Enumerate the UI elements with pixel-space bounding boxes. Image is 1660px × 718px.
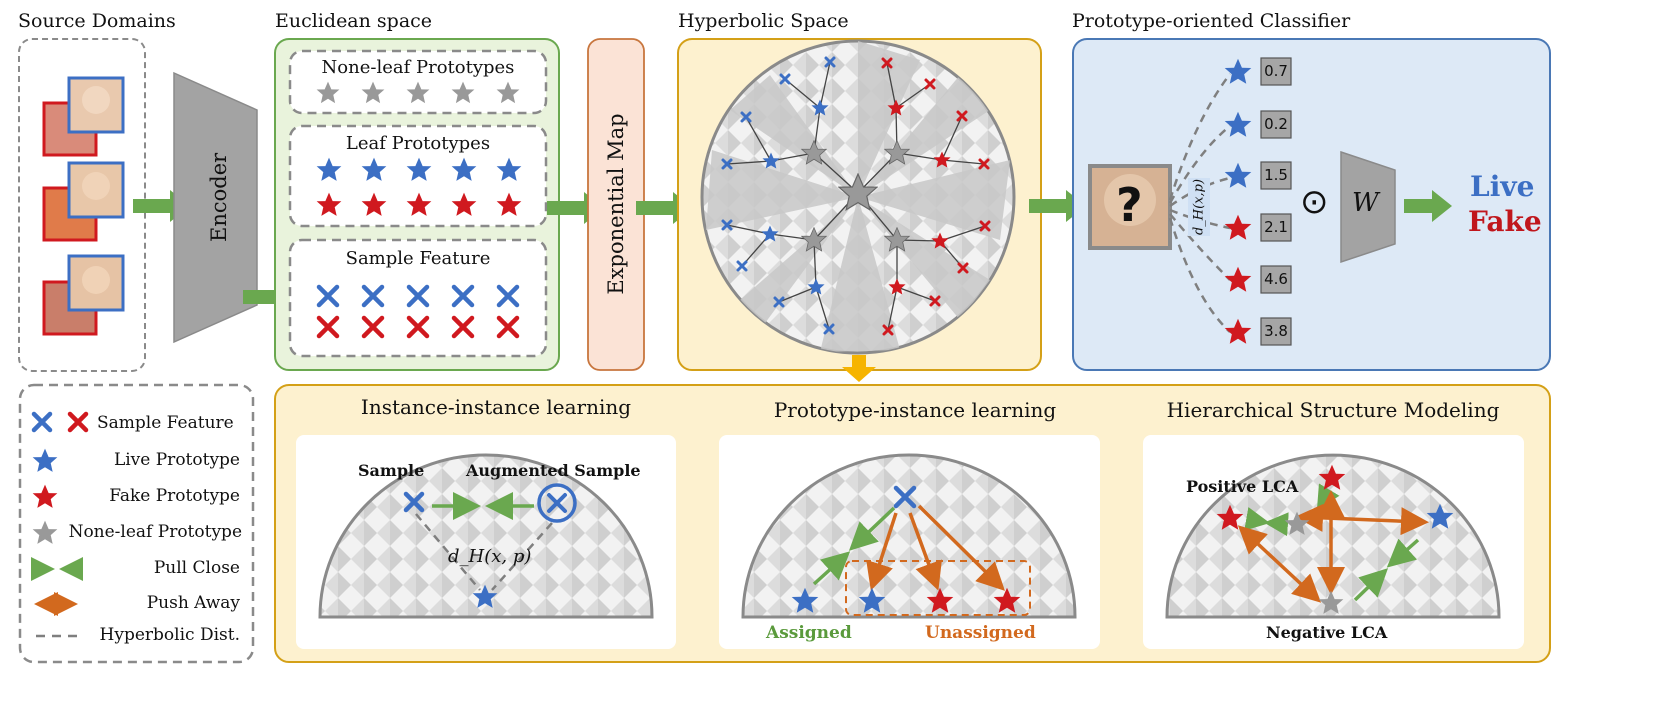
pi-assigned-label: Assigned [766, 623, 852, 643]
legend-hyperbolic-dist: Hyperbolic Dist. [99, 625, 240, 645]
weight-block [1340, 150, 1396, 264]
hyperbolic-live-samples [721, 56, 836, 335]
distance-value: 4.6 [1264, 270, 1288, 288]
arrow-down-to-learning [842, 355, 876, 382]
legend-panel [18, 383, 255, 664]
ii-distance-label: d_H(x, p) [448, 546, 532, 567]
legend-live-prototype: Live Prototype [113, 450, 240, 470]
disk-tessellation [706, 41, 1010, 352]
hs-negative-lca-label: Negative LCA [1266, 623, 1388, 642]
sample-feature-label: Sample Feature [345, 248, 491, 269]
pi-learning-title: Prototype-instance learning [773, 398, 1057, 422]
distance-value: 3.8 [1264, 322, 1288, 340]
sample-live-crosses [316, 284, 520, 308]
unknown-mark: ? [1116, 178, 1143, 232]
live-output-label: Live [1470, 170, 1535, 203]
encoder-block [173, 71, 258, 344]
ii-augmented-label: Augmented Sample [466, 461, 641, 480]
exp-map-label: Exponential Map [604, 113, 628, 295]
pi-graphics [791, 485, 1031, 616]
arrow-to-output [1404, 190, 1452, 222]
hs-modeling-title: Hierarchical Structure Modeling [1166, 398, 1500, 422]
weight-label: W [1352, 188, 1379, 218]
legend-pull-close: Pull Close [153, 558, 240, 578]
legend-sample-feature: Sample Feature [97, 413, 234, 433]
classifier-panel [1072, 38, 1551, 371]
legend-push-away: Push Away [146, 593, 240, 613]
ii-sample-label: Sample [358, 461, 425, 480]
source-face-images [42, 76, 125, 336]
ii-graphics [403, 483, 577, 608]
hs-positive-lca-label: Positive LCA [1186, 477, 1299, 496]
ii-learning-title: Instance-instance learning [360, 395, 632, 419]
classifier-title: Prototype-oriented Classifier [1072, 10, 1351, 32]
hs-graphics [1216, 464, 1454, 614]
leaf-prototypes-label: Leaf Prototypes [345, 133, 491, 154]
euclidean-space-title: Euclidean space [275, 10, 433, 32]
encoder-label: Encoder [207, 152, 231, 242]
legend-icons [31, 411, 89, 638]
distance-value: 0.2 [1264, 115, 1288, 133]
distance-value: 1.5 [1264, 166, 1288, 184]
distance-label-bg [1188, 178, 1210, 236]
distance-value: 0.7 [1264, 62, 1288, 80]
sample-fake-crosses [316, 315, 520, 339]
hadamard-operator: ⊙ [1300, 182, 1329, 222]
distance-value: 2.1 [1264, 218, 1288, 236]
fake-output-label: Fake [1468, 205, 1542, 238]
distance-formula-label: d_H(x,p) [1191, 178, 1207, 236]
hyperbolic-fake-samples [881, 57, 991, 336]
legend-fake-prototype: Fake Prototype [109, 486, 240, 506]
source-domains-title: Source Domains [18, 10, 176, 32]
ii-half-disk [318, 453, 654, 619]
legend-nonleaf-prototype: None-leaf Prototype [68, 522, 242, 542]
nonleaf-prototypes-label: None-leaf Prototypes [321, 57, 515, 78]
hyperbolic-space-title: Hyperbolic Space [678, 10, 849, 32]
pi-unassigned-label: Unassigned [925, 623, 1036, 643]
distance-value-boxes [1260, 57, 1292, 346]
